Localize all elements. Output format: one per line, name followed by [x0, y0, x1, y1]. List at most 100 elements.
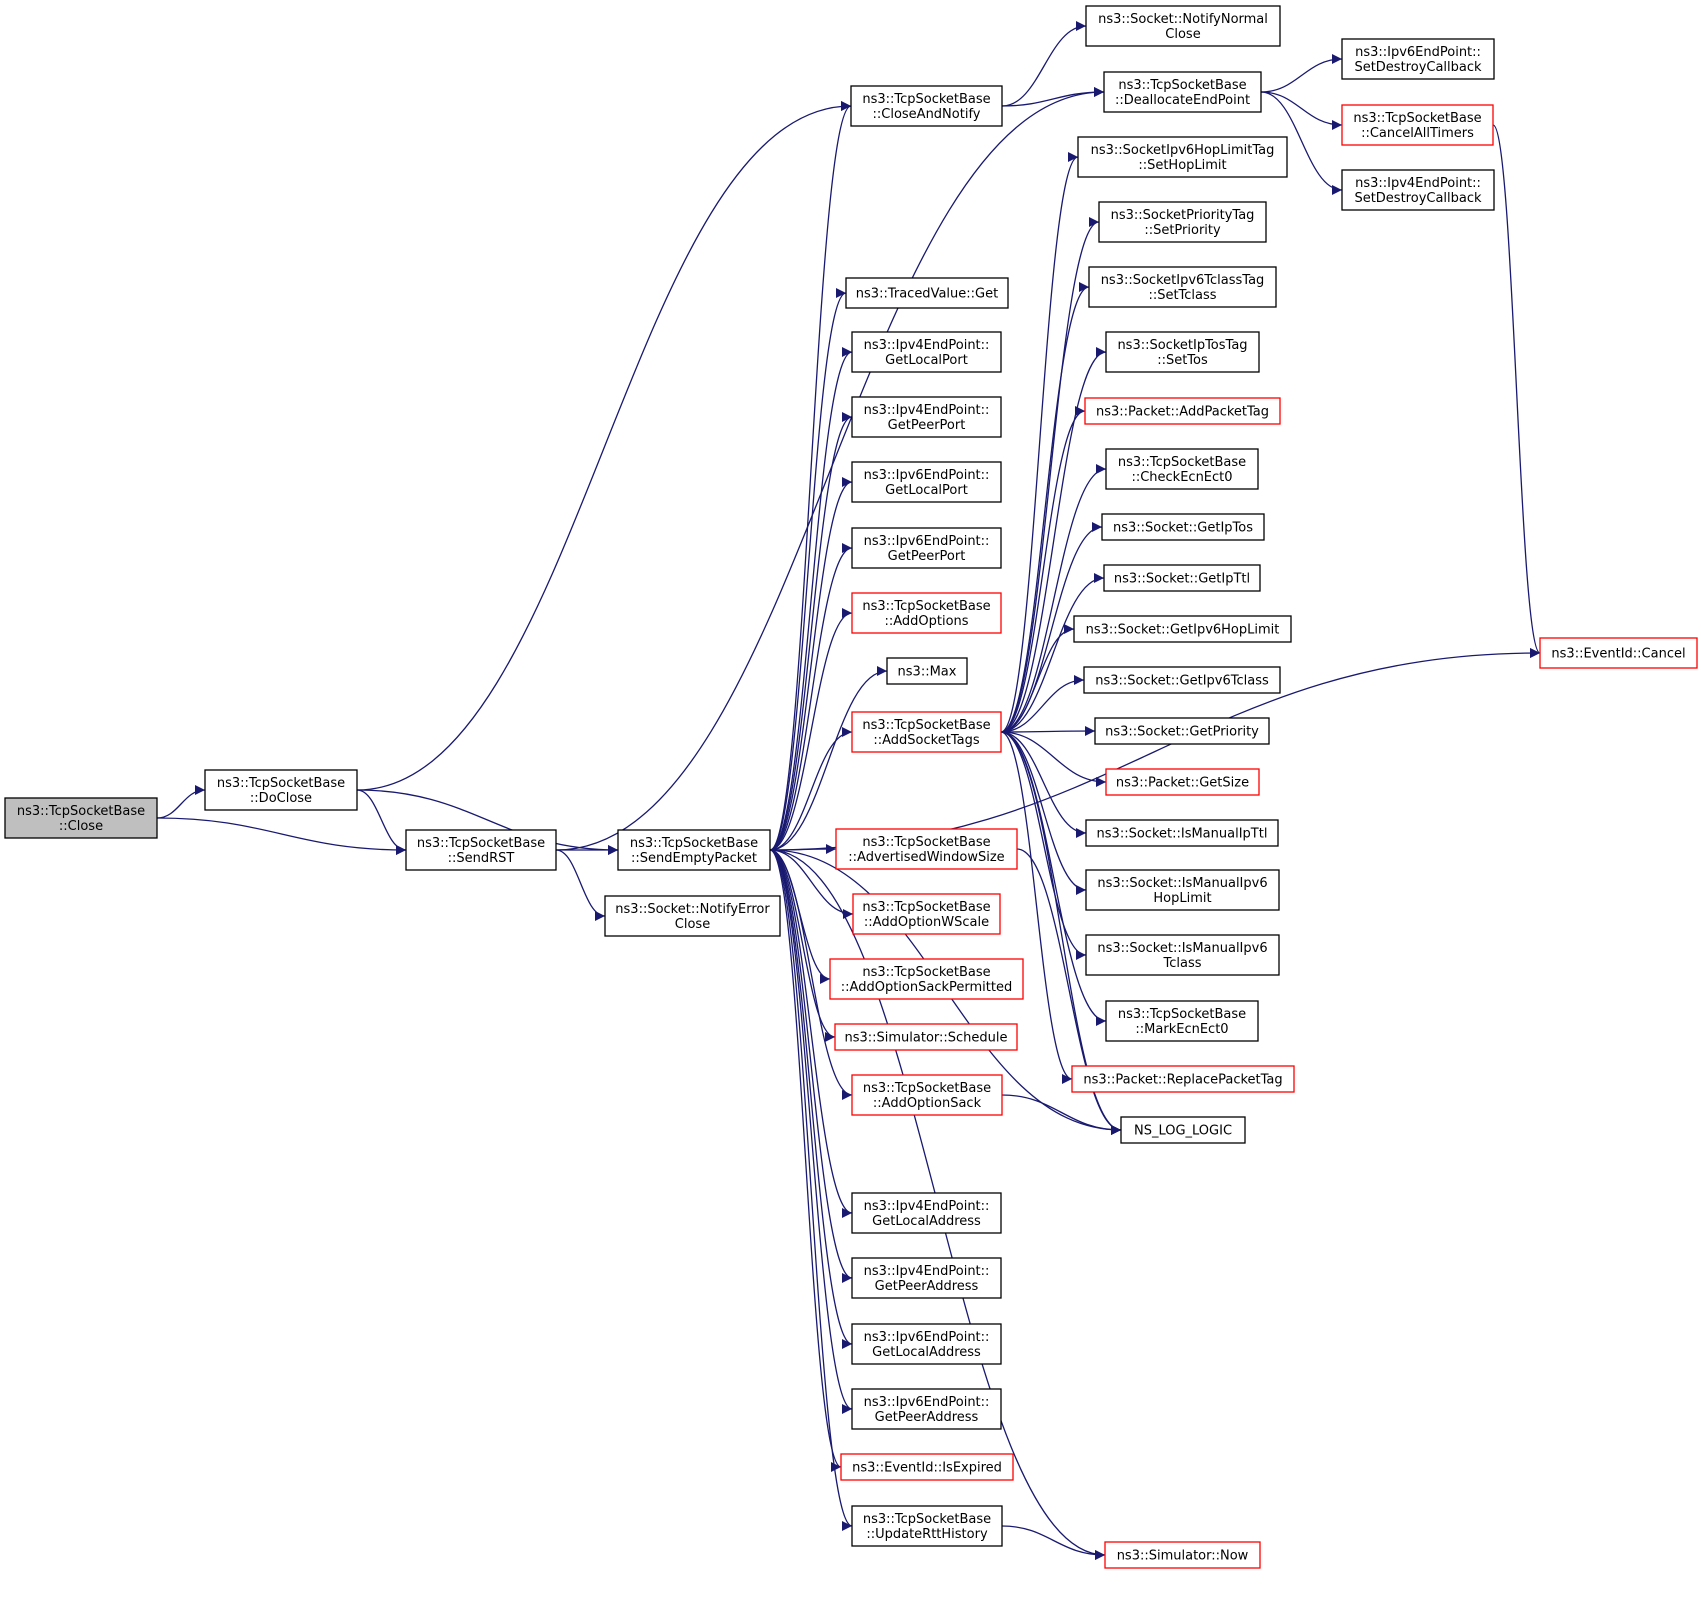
node-dealloc[interactable]: ns3::TcpSocketBase::DeallocateEndPoint [1103, 71, 1262, 113]
node-box[interactable] [4, 797, 158, 839]
node-box[interactable] [1341, 38, 1495, 80]
node-setpriority[interactable]: ns3::SocketPriorityTag::SetPriority [1098, 201, 1267, 243]
node-simnow[interactable]: ns3::Simulator::Now [1104, 1541, 1261, 1569]
node-canceltimers[interactable]: ns3::TcpSocketBase::CancelAllTimers [1341, 104, 1494, 146]
node-box[interactable] [1105, 768, 1260, 796]
node-box[interactable] [1084, 397, 1281, 425]
node-box[interactable] [851, 1192, 1002, 1234]
node-box[interactable] [1073, 615, 1292, 643]
node-box[interactable] [1105, 448, 1259, 490]
node-addsockettags[interactable]: ns3::TcpSocketBase::AddSocketTags [851, 711, 1002, 753]
node-addsackperm[interactable]: ns3::TcpSocketBase::AddOptionSackPermitt… [829, 958, 1024, 1000]
node-eventcancel[interactable]: ns3::EventId::Cancel [1539, 637, 1698, 669]
node-box[interactable] [851, 331, 1002, 373]
node-box[interactable] [204, 769, 358, 811]
node-sethoplimit[interactable]: ns3::SocketIpv6HopLimitTag::SetHopLimit [1077, 136, 1288, 178]
node-ipv4destroy[interactable]: ns3::Ipv4EndPoint::SetDestroyCallback [1341, 169, 1495, 211]
node-ipv6peeraddr[interactable]: ns3::Ipv6EndPoint::GetPeerAddress [851, 1388, 1002, 1430]
node-box[interactable] [1103, 71, 1262, 113]
node-box[interactable] [1071, 1065, 1295, 1093]
node-ipv4localport[interactable]: ns3::Ipv4EndPoint::GetLocalPort [851, 331, 1002, 373]
node-box[interactable] [604, 895, 781, 937]
node-checkecn[interactable]: ns3::TcpSocketBase::CheckEcnEct0 [1105, 448, 1259, 490]
node-box[interactable] [851, 527, 1002, 569]
node-box[interactable] [1104, 1541, 1261, 1569]
node-box[interactable] [1105, 1000, 1259, 1042]
node-box[interactable] [851, 592, 1002, 634]
node-settos[interactable]: ns3::SocketIpTosTag::SetTos [1105, 331, 1260, 373]
node-ipv6localaddr[interactable]: ns3::Ipv6EndPoint::GetLocalAddress [851, 1323, 1002, 1365]
node-box[interactable] [1539, 637, 1698, 669]
node-max[interactable]: ns3::Max [886, 657, 968, 685]
node-box[interactable] [1094, 717, 1270, 745]
node-box[interactable] [1085, 819, 1279, 847]
node-box[interactable] [405, 829, 557, 871]
node-box[interactable] [1088, 266, 1277, 308]
node-tracedget[interactable]: ns3::TracedValue::Get [845, 277, 1009, 309]
node-box[interactable] [851, 396, 1002, 438]
node-close[interactable]: ns3::TcpSocketBase::Close [4, 797, 158, 839]
node-sendrst[interactable]: ns3::TcpSocketBase::SendRST [405, 829, 557, 871]
node-box[interactable] [835, 828, 1018, 870]
node-closenotify[interactable]: ns3::TcpSocketBase::CloseAndNotify [850, 85, 1003, 127]
node-ipv4peerport[interactable]: ns3::Ipv4EndPoint::GetPeerPort [851, 396, 1002, 438]
node-sendempty[interactable]: ns3::TcpSocketBase::SendEmptyPacket [617, 829, 771, 871]
node-getsize[interactable]: ns3::Packet::GetSize [1105, 768, 1260, 796]
node-box[interactable] [1085, 5, 1281, 47]
node-getpriority[interactable]: ns3::Socket::GetPriority [1094, 717, 1270, 745]
node-addpackettag[interactable]: ns3::Packet::AddPacketTag [1084, 397, 1281, 425]
node-box[interactable] [1103, 564, 1261, 592]
node-box[interactable] [851, 1074, 1003, 1116]
node-gettclass[interactable]: ns3::Socket::GetIpv6Tclass [1083, 666, 1281, 694]
node-getiptos[interactable]: ns3::Socket::GetIpTos [1101, 513, 1265, 541]
node-box[interactable] [1085, 934, 1280, 976]
node-box[interactable] [886, 657, 968, 685]
node-box[interactable] [1101, 513, 1265, 541]
node-box[interactable] [617, 829, 771, 871]
node-updatertt[interactable]: ns3::TcpSocketBase::UpdateRttHistory [851, 1505, 1003, 1547]
node-doclose[interactable]: ns3::TcpSocketBase::DoClose [204, 769, 358, 811]
node-box[interactable] [1098, 201, 1267, 243]
node-box[interactable] [829, 958, 1024, 1000]
node-addsack[interactable]: ns3::TcpSocketBase::AddOptionSack [851, 1074, 1003, 1116]
node-addoptions[interactable]: ns3::TcpSocketBase::AddOptions [851, 592, 1002, 634]
node-box[interactable] [851, 711, 1002, 753]
node-box[interactable] [1083, 666, 1281, 694]
node-box[interactable] [852, 893, 1001, 935]
node-getipttl[interactable]: ns3::Socket::GetIpTtl [1103, 564, 1261, 592]
node-settclass[interactable]: ns3::SocketIpv6TclassTag::SetTclass [1088, 266, 1277, 308]
node-nslog[interactable]: NS_LOG_LOGIC [1120, 1116, 1246, 1144]
node-box[interactable] [851, 1257, 1002, 1299]
node-gethoplimit[interactable]: ns3::Socket::GetIpv6HopLimit [1073, 615, 1292, 643]
node-box[interactable] [845, 277, 1009, 309]
node-addwscale[interactable]: ns3::TcpSocketBase::AddOptionWScale [852, 893, 1001, 935]
node-ipv4localaddr[interactable]: ns3::Ipv4EndPoint::GetLocalAddress [851, 1192, 1002, 1234]
node-isexpired[interactable]: ns3::EventId::IsExpired [840, 1453, 1014, 1481]
node-schedule[interactable]: ns3::Simulator::Schedule [834, 1023, 1018, 1051]
node-box[interactable] [851, 1505, 1003, 1547]
node-box[interactable] [1341, 169, 1495, 211]
node-box[interactable] [851, 1388, 1002, 1430]
node-advwin[interactable]: ns3::TcpSocketBase::AdvertisedWindowSize [835, 828, 1018, 870]
node-box[interactable] [1341, 104, 1494, 146]
node-box[interactable] [851, 461, 1002, 503]
node-box[interactable] [1120, 1116, 1246, 1144]
node-box[interactable] [1105, 331, 1260, 373]
node-box[interactable] [851, 1323, 1002, 1365]
node-box[interactable] [1085, 869, 1280, 911]
node-box[interactable] [840, 1453, 1014, 1481]
node-ipv4peeraddr[interactable]: ns3::Ipv4EndPoint::GetPeerAddress [851, 1257, 1002, 1299]
node-box[interactable] [850, 85, 1003, 127]
node-ipv6destroy[interactable]: ns3::Ipv6EndPoint::SetDestroyCallback [1341, 38, 1495, 80]
node-markecn[interactable]: ns3::TcpSocketBase::MarkEcnEct0 [1105, 1000, 1259, 1042]
node-ipv6localport[interactable]: ns3::Ipv6EndPoint::GetLocalPort [851, 461, 1002, 503]
node-box[interactable] [1077, 136, 1288, 178]
node-box[interactable] [834, 1023, 1018, 1051]
node-ismanualttl[interactable]: ns3::Socket::IsManualIpTtl [1085, 819, 1279, 847]
node-replacetag[interactable]: ns3::Packet::ReplacePacketTag [1071, 1065, 1295, 1093]
node-ipv6peerport[interactable]: ns3::Ipv6EndPoint::GetPeerPort [851, 527, 1002, 569]
